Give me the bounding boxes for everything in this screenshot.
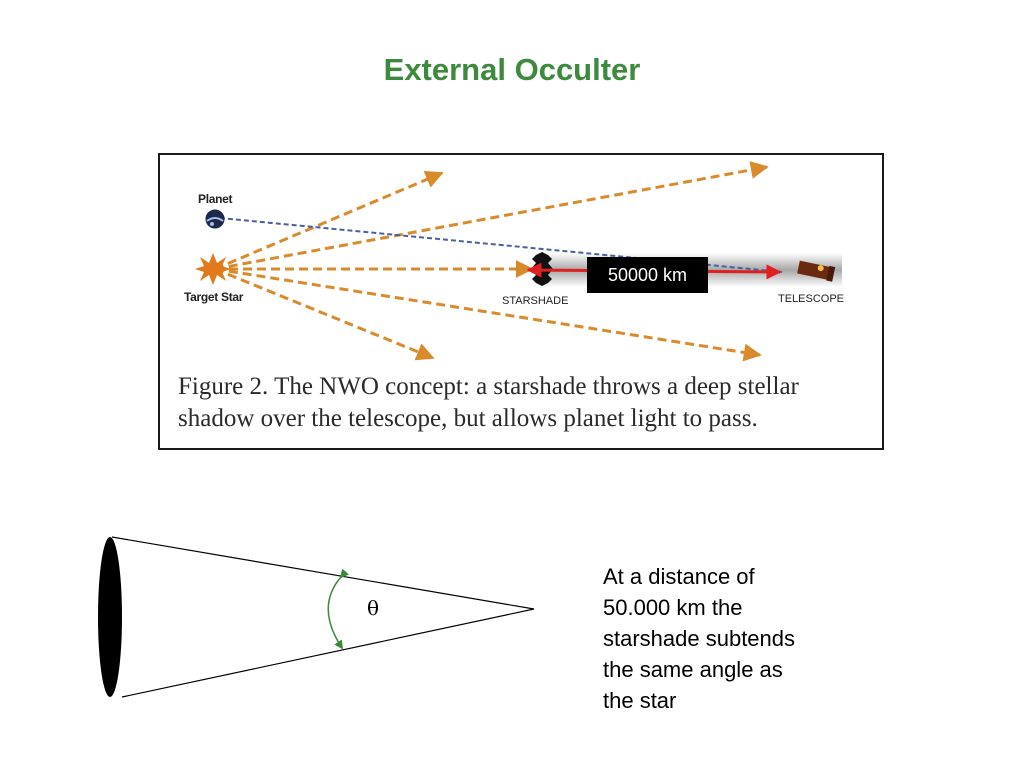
target-star-label: Target Star	[184, 290, 244, 304]
distance-badge: 50000 km	[587, 257, 708, 293]
upper-sightline	[111, 536, 535, 610]
angle-diagram	[98, 536, 535, 698]
ray-lower-long	[214, 267, 762, 362]
theta-symbol: θ	[367, 596, 380, 620]
slide-title: External Occulter	[383, 52, 641, 87]
starshade-disk	[98, 537, 122, 697]
telescope-label: TELESCOPE	[778, 293, 845, 305]
planet-label: Planet	[198, 192, 233, 206]
angle-arc	[327, 568, 350, 650]
explanation-text: At a distance of 50.000 km the starshade…	[603, 564, 796, 713]
planet-light-line	[219, 217, 783, 273]
figure-caption: Figure 2. The NWO concept: a starshade t…	[178, 373, 799, 432]
ray-upper-long	[214, 161, 769, 271]
planet-icon	[205, 209, 225, 229]
starshade-label: STARSHADE	[502, 295, 569, 307]
lower-sightline	[121, 608, 535, 698]
ray-upper-short	[214, 171, 444, 271]
ray-lower-short	[214, 267, 435, 361]
light-rays	[214, 161, 769, 362]
telescope-icon	[797, 260, 836, 282]
nwo-concept-figure: Planet Target Star STARSHADE TELESCOPE 5…	[158, 153, 884, 450]
target-star-icon	[195, 253, 231, 285]
